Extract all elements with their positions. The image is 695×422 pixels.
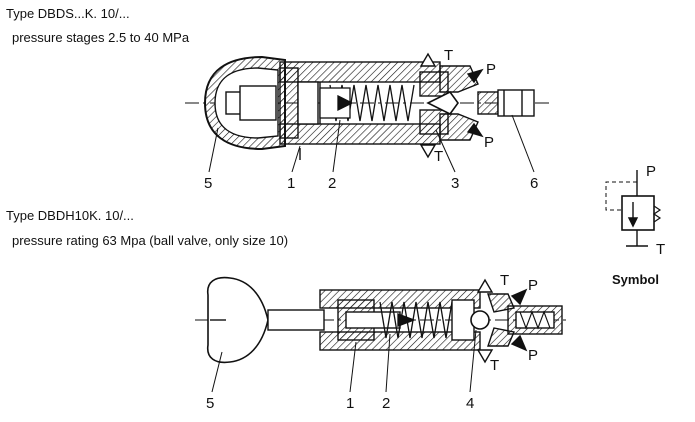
bottom-callout-3: 2 xyxy=(382,395,390,412)
bottom-callout-2: 1 xyxy=(346,395,354,412)
bottom-valve-drawing xyxy=(195,276,570,393)
bottom-tank-arrow-up xyxy=(476,278,494,293)
top-tank-label-top: T xyxy=(444,47,453,64)
bottom-tank-label-bottom: T xyxy=(490,357,499,374)
top-pressure-arrow-up xyxy=(466,68,484,84)
top-pressure-label-bottom: P xyxy=(484,134,494,151)
symbol-label: Symbol xyxy=(612,272,659,287)
bottom-pressure-arrow-down xyxy=(510,334,528,352)
top-tank-label-bottom: T xyxy=(434,148,443,165)
top-cap xyxy=(203,55,286,151)
top-body xyxy=(279,61,441,160)
top-callout-1: 5 xyxy=(204,175,212,192)
bottom-handwheel xyxy=(206,276,325,364)
bottom-pressure-arrow-up xyxy=(510,288,528,306)
bottom-body xyxy=(319,289,481,351)
bottom-spring xyxy=(379,301,453,339)
top-seat xyxy=(419,65,479,141)
top-type-title: Type DBDS...K. 10/... xyxy=(6,6,130,21)
top-pressure-arrow-down xyxy=(466,122,484,138)
top-callout-2: 1 xyxy=(287,175,295,192)
bottom-type-title: Type DBDH10K. 10/... xyxy=(6,208,134,223)
bottom-seat xyxy=(451,293,563,347)
top-callout-4: 3 xyxy=(451,175,459,192)
top-callout-5: 6 xyxy=(530,175,538,192)
symbol-port-t: T xyxy=(656,241,665,258)
bottom-pressure-label-top: P xyxy=(528,277,538,294)
top-pressure-label-top: P xyxy=(486,61,496,78)
top-tank-arrow-down xyxy=(419,144,437,159)
top-fitting xyxy=(477,89,535,117)
relief-valve-symbol xyxy=(605,170,662,247)
top-spring xyxy=(319,84,415,122)
top-tank-arrow-up xyxy=(419,52,437,67)
top-callout-3: 2 xyxy=(328,175,336,192)
bottom-pressure-label-bottom: P xyxy=(528,347,538,364)
bottom-callout-4: 4 xyxy=(466,395,474,412)
top-subtitle: pressure stages 2.5 to 40 MPa xyxy=(12,30,190,45)
bottom-subtitle: pressure rating 63 Mpa (ball valve, only… xyxy=(12,233,289,248)
top-valve-drawing xyxy=(185,52,550,173)
symbol-port-p: P xyxy=(646,163,656,180)
bottom-tank-label-top: T xyxy=(500,272,509,289)
bottom-callout-1: 5 xyxy=(206,395,214,412)
bottom-tank-arrow-down xyxy=(476,349,494,364)
